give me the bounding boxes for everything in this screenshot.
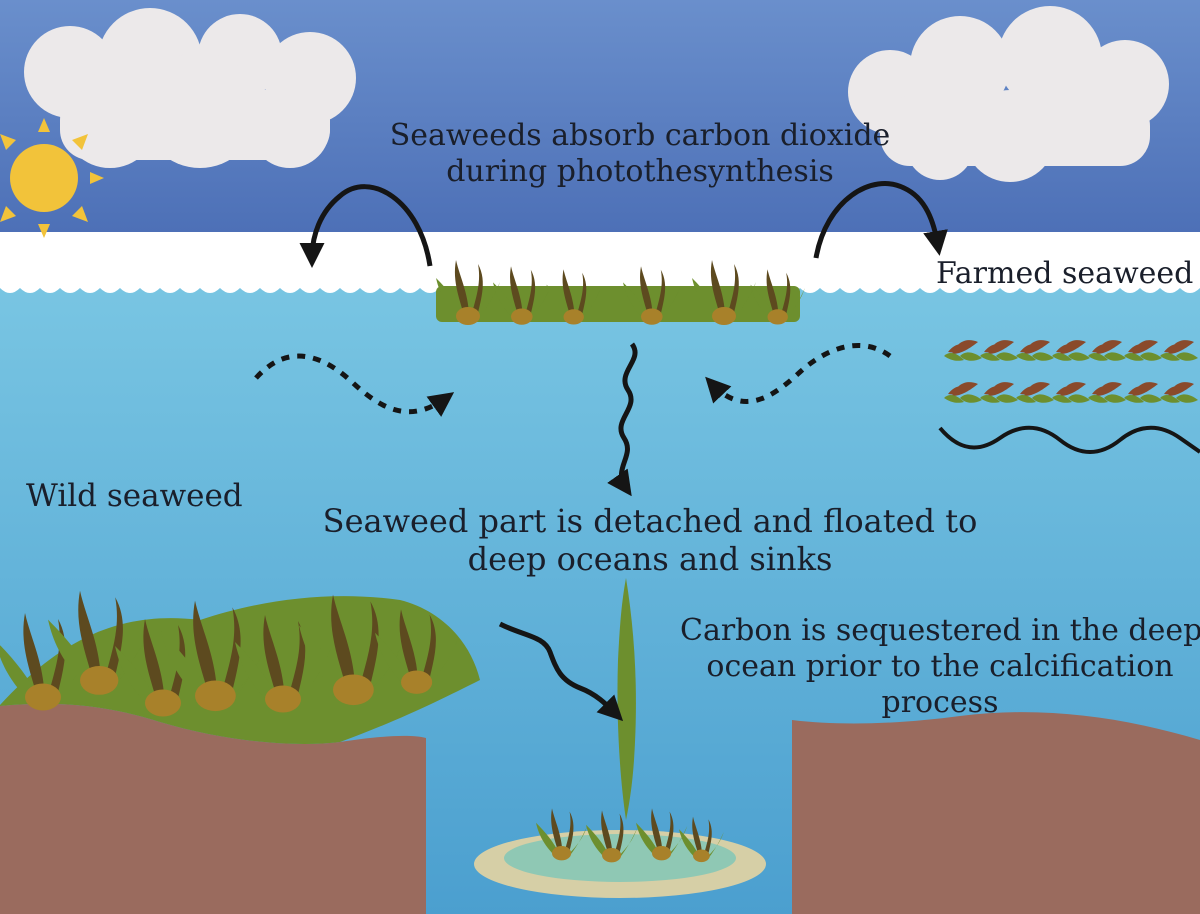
- arrow-icon: [299, 184, 433, 268]
- farmed-seaweed-rows: [938, 340, 1200, 454]
- detached-caption-line: deep oceans and sinks: [467, 539, 833, 578]
- sequestered-caption-line: ocean prior to the calcification: [706, 649, 1174, 684]
- cloud-icon: [848, 6, 1169, 182]
- wild-seaweed-label: Wild seaweed: [26, 478, 286, 515]
- sun-icon: [0, 118, 104, 238]
- sequestered-caption-line: process: [881, 685, 999, 720]
- arrow-icon: [813, 181, 948, 259]
- farmed-seaweed-text: Farmed seaweed: [936, 256, 1194, 291]
- seabed-right: [792, 712, 1200, 914]
- sequestered-caption: Carbon is sequestered in the deep ocean …: [680, 613, 1200, 721]
- arrow-icon: [607, 342, 638, 497]
- arrow-icon: [705, 343, 892, 404]
- absorb-caption: Seaweeds absorb carbon dioxide during ph…: [300, 118, 980, 190]
- seabed-left: [0, 703, 426, 914]
- wild-seaweed-text: Wild seaweed: [26, 478, 243, 514]
- detached-caption-line: Seaweed part is detached and floated to: [322, 502, 978, 540]
- arrow-icon: [498, 621, 624, 722]
- absorb-caption-line: during photothesynthesis: [446, 154, 834, 189]
- wild-seaweed-bed: [0, 590, 480, 744]
- farmed-seaweed-label: Farmed seaweed: [936, 256, 1200, 292]
- arrow-icon: [254, 353, 455, 417]
- sinking-seaweed: [617, 578, 636, 820]
- detached-caption: Seaweed part is detached and floated to …: [300, 502, 1000, 579]
- surface-seaweed: [436, 260, 805, 325]
- cloud-icon: [24, 8, 356, 168]
- sunken-seaweed: [474, 808, 766, 898]
- sequestered-caption-line: Carbon is sequestered in the deep: [680, 613, 1200, 648]
- absorb-caption-line: Seaweeds absorb carbon dioxide: [389, 118, 891, 153]
